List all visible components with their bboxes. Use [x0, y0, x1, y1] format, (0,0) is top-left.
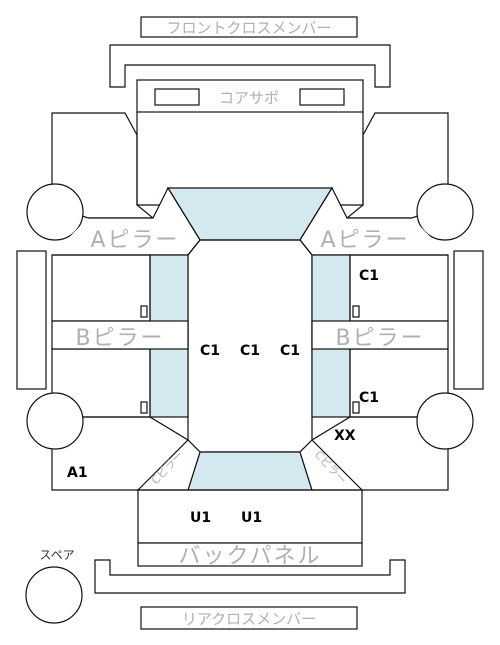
right-rear-door-handle	[352, 401, 360, 414]
core-support-left-slot	[154, 88, 200, 106]
back-panel	[137, 542, 363, 567]
damage-mark-roof-right: C1	[280, 343, 300, 359]
damage-mark-right-rear-fender: XX	[334, 428, 356, 444]
damage-mark-trunk-left: U1	[190, 510, 211, 526]
core-support: コアサポ	[136, 79, 364, 113]
rear-cross-member: リアクロスメンバー	[94, 559, 406, 630]
front-cross-member-label-box	[140, 16, 358, 38]
rear-window	[187, 451, 313, 491]
front-cross-member-bracket	[109, 44, 391, 88]
b-pillar-right-shape	[311, 320, 449, 350]
spare-tire	[25, 566, 83, 624]
b-pillar-right-label: Bピラー	[335, 326, 424, 351]
front-cross-member: フロントクロスメンバー	[109, 16, 391, 88]
front-cross-member-label: フロントクロスメンバー	[166, 19, 331, 37]
damage-mark-roof-left: C1	[200, 343, 220, 359]
rear-cross-member-label-box	[140, 606, 358, 630]
damage-mark-roof-center: C1	[240, 343, 260, 359]
left-front-door-handle	[140, 305, 148, 318]
front-left-wheel	[26, 183, 84, 241]
damage-mark-rear-right-door: C1	[359, 390, 379, 406]
damage-mark-trunk-right: U1	[241, 510, 262, 526]
a-pillar-left-label: Aピラー	[90, 228, 179, 253]
b-pillar-left-label: Bピラー	[75, 326, 164, 351]
core-support-right-slot	[299, 88, 345, 106]
damage-mark-left-rear-fender: A1	[67, 465, 88, 481]
b-pillar-left-shape	[51, 320, 189, 350]
right-front-door	[349, 254, 449, 322]
right-side-sill	[453, 250, 484, 390]
rear-cross-member-bracket	[94, 559, 406, 594]
rear-cross-member-label: リアクロスメンバー	[182, 610, 316, 628]
right-front-door-handle	[352, 305, 360, 318]
left-front-door	[51, 254, 151, 322]
rear-right-wheel	[416, 392, 474, 450]
damage-marks: C1 C1 C1 C1 C1 XX A1 U1 U1	[67, 268, 379, 526]
left-rear-door-handle	[140, 401, 148, 414]
left-side-sill	[16, 250, 47, 390]
front-right-wheel	[416, 183, 474, 241]
rear-left-wheel	[26, 392, 84, 450]
damage-mark-front-right-door: C1	[359, 268, 379, 284]
spare-label: スペア	[39, 548, 74, 562]
core-support-label: コアサポ	[219, 89, 279, 107]
a-pillar-right-label: Aピラー	[320, 228, 409, 253]
back-panel-label: バックパネル	[179, 544, 322, 569]
